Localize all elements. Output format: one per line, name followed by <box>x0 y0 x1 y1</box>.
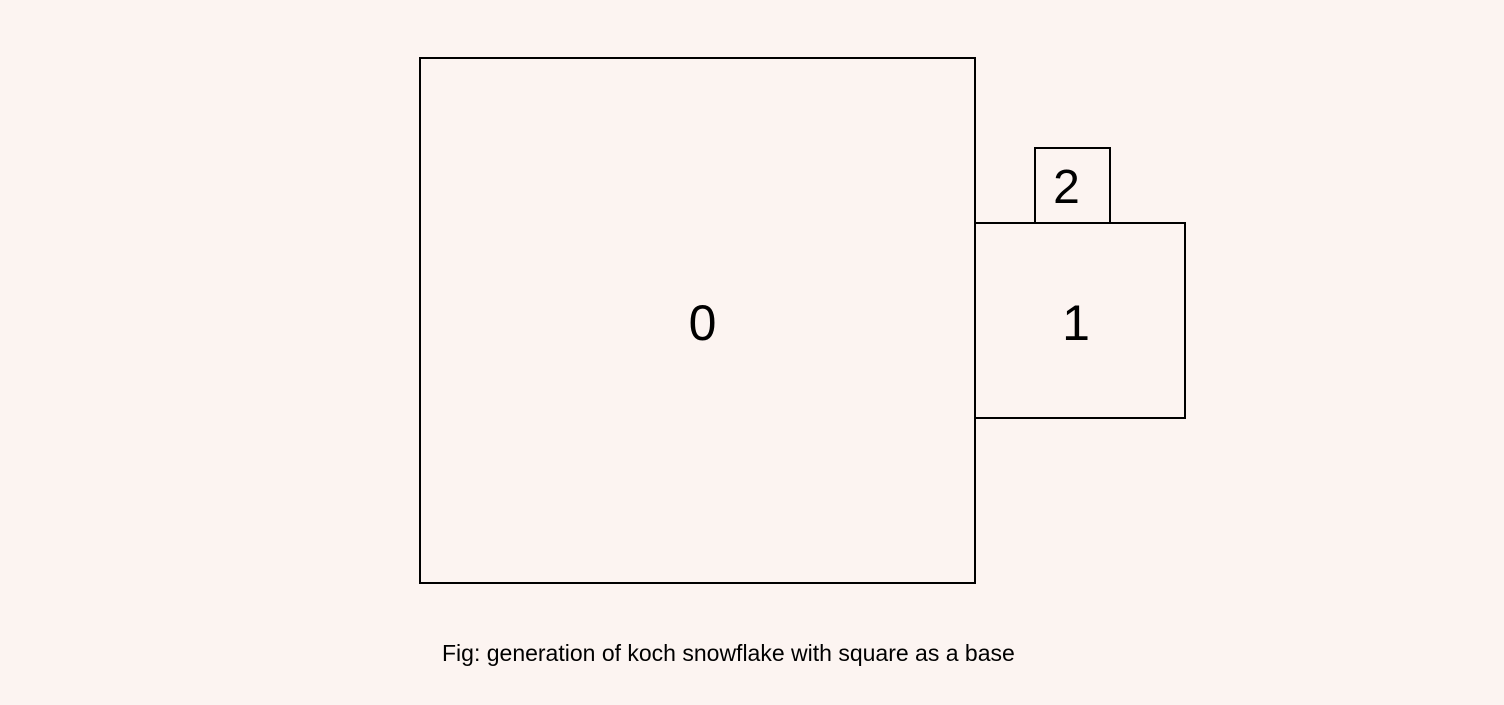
generation-1-label: 1 <box>1062 294 1090 351</box>
generation-0-label: 0 <box>688 294 717 351</box>
figure-caption: Fig: generation of koch snowflake with s… <box>442 640 1015 666</box>
generation-2-square: 2 <box>1034 147 1111 224</box>
generation-2-label: 2 <box>1053 160 1080 214</box>
generation-0-square: 0 <box>419 57 976 584</box>
generation-1-square: 1 <box>974 222 1186 419</box>
